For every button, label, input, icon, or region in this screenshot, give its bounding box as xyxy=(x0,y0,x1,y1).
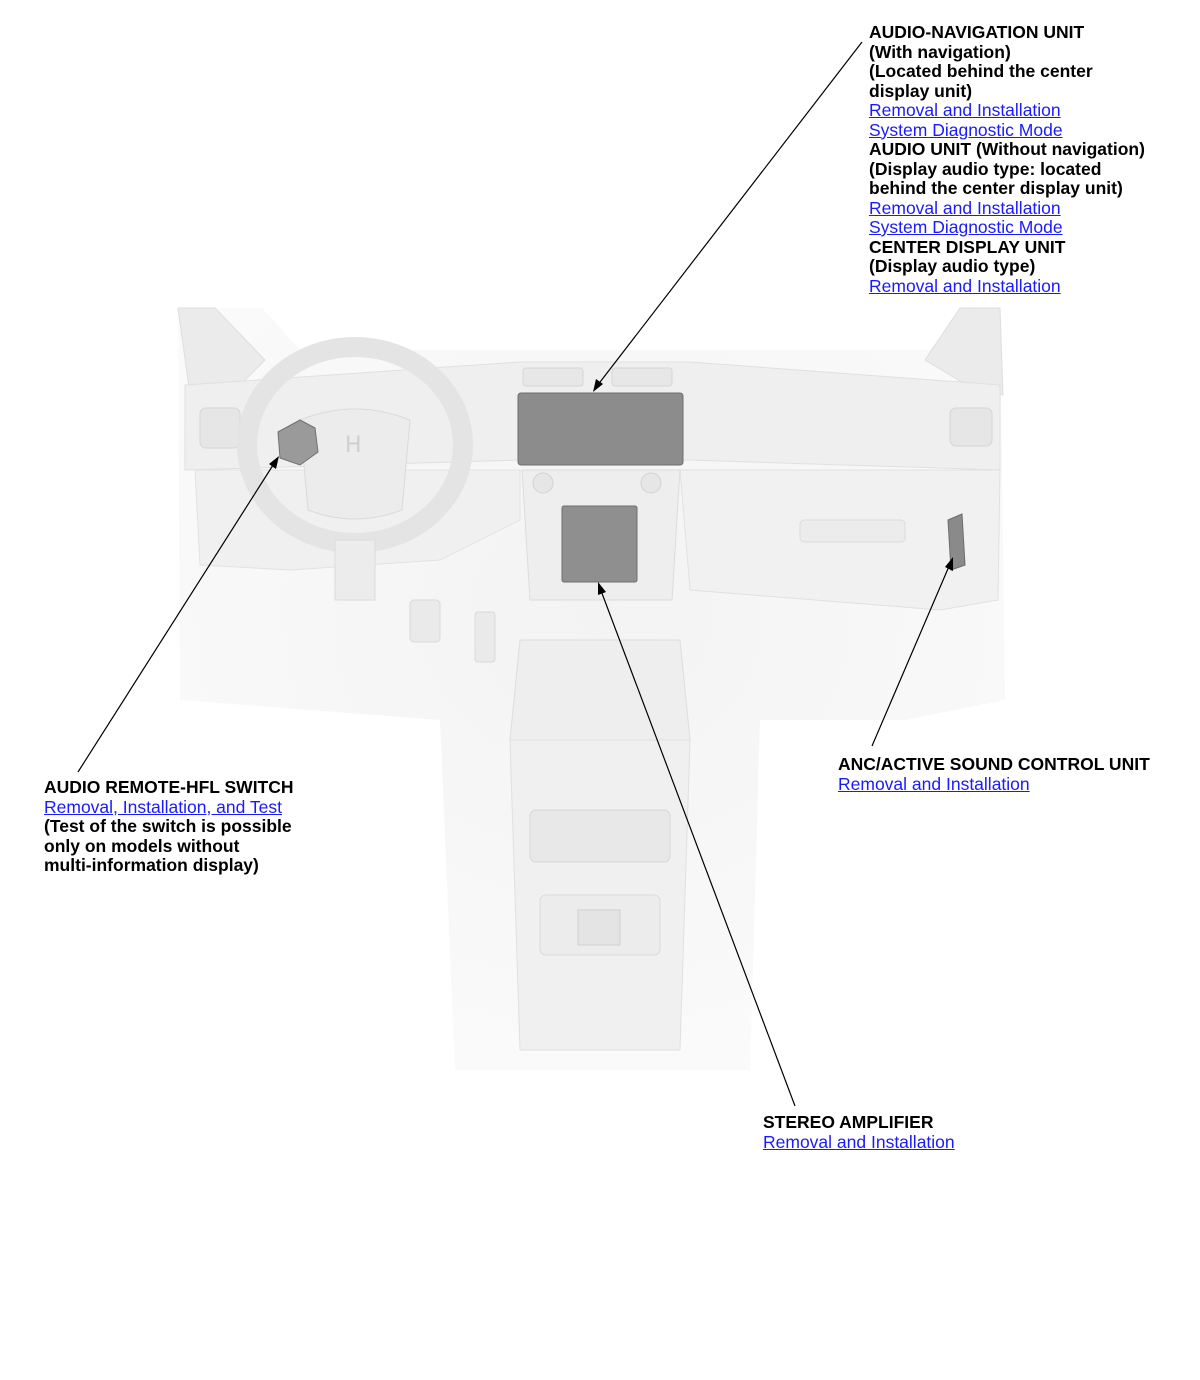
audio-navigation-callout: AUDIO-NAVIGATION UNIT (With navigation) … xyxy=(869,22,1145,296)
amplifier-removal-link[interactable]: Removal and Installation xyxy=(763,1131,955,1152)
center-vent-left xyxy=(522,367,584,387)
audio-unit-diagnostic-link[interactable]: System Diagnostic Mode xyxy=(869,217,1063,237)
leader-arrow-anc xyxy=(945,557,953,571)
steering-wheel-hub xyxy=(299,408,411,520)
amplifier-callout: STEREO AMPLIFIER Removal and Installatio… xyxy=(763,1112,955,1152)
audio-remote-note-1: (Test of the switch is possible xyxy=(44,816,292,836)
left-a-pillar xyxy=(177,307,266,396)
honda-logo: H xyxy=(345,433,362,458)
anc-unit-component xyxy=(947,513,966,571)
steering-column xyxy=(334,539,376,601)
audio-unit-note-2: behind the center display unit) xyxy=(869,178,1123,198)
brake-pedal xyxy=(409,599,441,643)
leader-line-nav xyxy=(596,41,863,387)
anc-removal-link[interactable]: Removal and Installation xyxy=(838,773,1030,794)
audio-remote-title: AUDIO REMOTE-HFL SWITCH xyxy=(44,777,294,797)
audio-navigation-note-1: (With navigation) xyxy=(869,41,1011,62)
audio-unit-note-1: (Display audio type: located xyxy=(869,158,1102,179)
audio-navigation-note-3: display unit) xyxy=(869,80,973,101)
leader-line-amp xyxy=(599,587,796,1107)
right-knob xyxy=(640,472,662,494)
stereo-amplifier-component xyxy=(561,505,638,583)
glovebox-handle xyxy=(799,519,906,543)
audio-navigation-removal-link[interactable]: Removal and Installation xyxy=(869,100,1061,120)
amplifier-title: STEREO AMPLIFIER xyxy=(763,1112,934,1132)
center-display-note: (Display audio type) xyxy=(869,256,1036,276)
center-display-removal-link[interactable]: Removal and Installation xyxy=(869,275,1061,296)
anc-callout: ANC/ACTIVE SOUND CONTROL UNIT Removal an… xyxy=(838,754,1150,794)
leader-arrow-remote xyxy=(269,456,279,469)
audio-remote-note-2: only on models without xyxy=(44,835,240,856)
rear-switch xyxy=(577,909,621,946)
right-side-vent xyxy=(949,407,993,447)
center-display-title: CENTER DISPLAY UNIT xyxy=(869,236,1066,257)
audio-navigation-note-2: (Located behind the center xyxy=(869,61,1093,81)
audio-unit-title: AUDIO UNIT (Without navigation) xyxy=(869,139,1145,159)
anc-title: ANC/ACTIVE SOUND CONTROL UNIT xyxy=(838,754,1150,774)
audio-remote-test-link[interactable]: Removal, Installation, and Test xyxy=(44,796,283,817)
audio-navigation-diagnostic-link[interactable]: System Diagnostic Mode xyxy=(869,119,1063,140)
accelerator-pedal xyxy=(474,611,496,663)
audio-remote-note-3: multi-information display) xyxy=(44,855,259,875)
audio-navigation-title: AUDIO-NAVIGATION UNIT xyxy=(869,22,1085,42)
leader-line-anc xyxy=(871,563,951,747)
audio-unit-removal-link[interactable]: Removal and Installation xyxy=(869,197,1061,218)
center-display-component xyxy=(517,392,684,466)
leader-arrow-nav xyxy=(593,379,603,392)
center-console xyxy=(509,639,691,741)
leader-line-remote xyxy=(77,461,276,773)
leader-arrow-amp xyxy=(598,582,606,595)
center-vent-right xyxy=(611,367,673,387)
left-knob xyxy=(532,472,554,494)
rear-vent xyxy=(529,809,671,863)
steering-switch-component xyxy=(277,419,319,466)
left-side-vent xyxy=(199,407,241,449)
audio-remote-callout: AUDIO REMOTE-HFL SWITCH Removal, Install… xyxy=(44,777,294,876)
